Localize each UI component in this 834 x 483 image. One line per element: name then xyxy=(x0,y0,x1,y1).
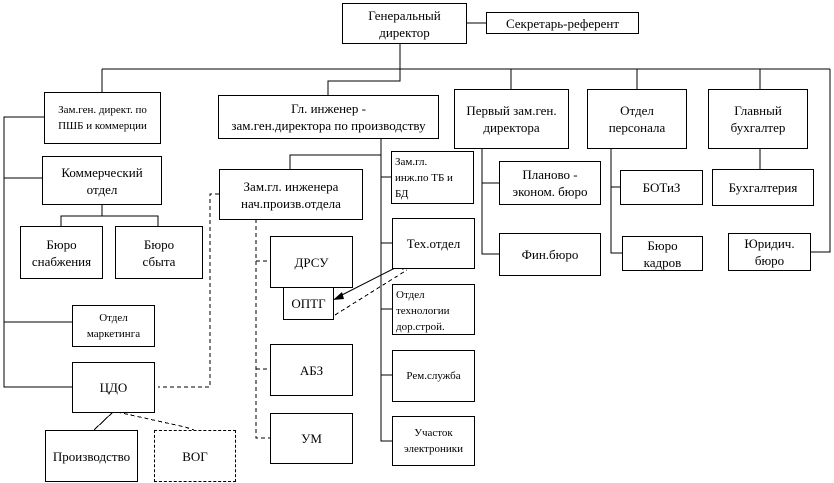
connector-tech-optg-arrow xyxy=(337,267,396,298)
connector-first-zam-children xyxy=(481,148,499,255)
node-supply-bureau: Бюро снабжения xyxy=(20,226,103,279)
connector-gd-stem xyxy=(327,43,401,95)
node-chief-engineer: Гл. инженер - зам.ген.директора по произ… xyxy=(218,95,439,139)
node-secretary: Секретарь-референт xyxy=(486,12,639,34)
connector-chief-eng-spine xyxy=(380,138,392,442)
connector-dashed-cdo xyxy=(158,193,219,388)
arrowhead-optg xyxy=(333,292,344,300)
node-sales-bureau: Бюро сбыта xyxy=(115,226,203,279)
node-legal-bureau: Юридич. бюро xyxy=(728,233,811,271)
node-zam-chief-eng-safety: Зам.гл. инж.по ТБ и БД xyxy=(391,151,474,204)
node-commercial-dept: Коммерческий отдел xyxy=(42,156,162,205)
node-abz: АБЗ xyxy=(270,344,353,396)
node-zam-chief-eng-prod: Зам.гл. инженера нач.произв.отдела xyxy=(219,169,363,220)
node-personnel-bureau: Бюро кадров xyxy=(622,236,703,271)
node-vog: ВОГ xyxy=(154,430,236,482)
node-production: Производство xyxy=(45,430,138,482)
node-road-tech-dept: Отдел технологии дор.строй. xyxy=(392,284,475,335)
node-drsu: ДРСУ xyxy=(270,236,353,288)
node-tech-dept: Тех.отдел xyxy=(392,218,475,269)
connector-hr-children xyxy=(610,148,622,254)
node-marketing-dept: Отдел маркетинга xyxy=(72,305,155,347)
connector-legal xyxy=(810,69,831,253)
node-fin-bureau: Фин.бюро xyxy=(499,233,601,276)
node-accounting: Бухгалтерия xyxy=(712,169,814,206)
node-electronics-site: Участок электроники xyxy=(392,416,475,466)
node-hr-dept: Отдел персонала xyxy=(587,89,687,149)
connector-commercial-children xyxy=(60,204,103,226)
node-cdo: ЦДО xyxy=(72,362,155,413)
node-optg: ОПТГ xyxy=(283,287,334,320)
connector-dashed-prod-spine xyxy=(255,219,270,439)
node-general-director: Генеральный директор xyxy=(342,3,467,44)
node-botiz: БОТиЗ xyxy=(620,170,703,205)
node-um: УМ xyxy=(270,413,353,464)
node-repair-service: Рем.служба xyxy=(392,350,475,402)
node-chief-accountant: Главный бухгалтер xyxy=(708,89,808,149)
node-zam-commerce: Зам.ген. директ. по ПШБ и коммерции xyxy=(44,92,161,144)
connector-cdo-production xyxy=(93,411,114,431)
node-first-zam: Первый зам.ген. директора xyxy=(454,89,569,149)
connector-zam-prod xyxy=(289,154,381,169)
connector-dashed-vog xyxy=(116,411,195,431)
connector-dashed-optg-tech xyxy=(334,269,408,316)
node-planning-bureau: Планово - эконом. бюро xyxy=(499,161,601,205)
connector-commerce-spine xyxy=(3,116,72,388)
